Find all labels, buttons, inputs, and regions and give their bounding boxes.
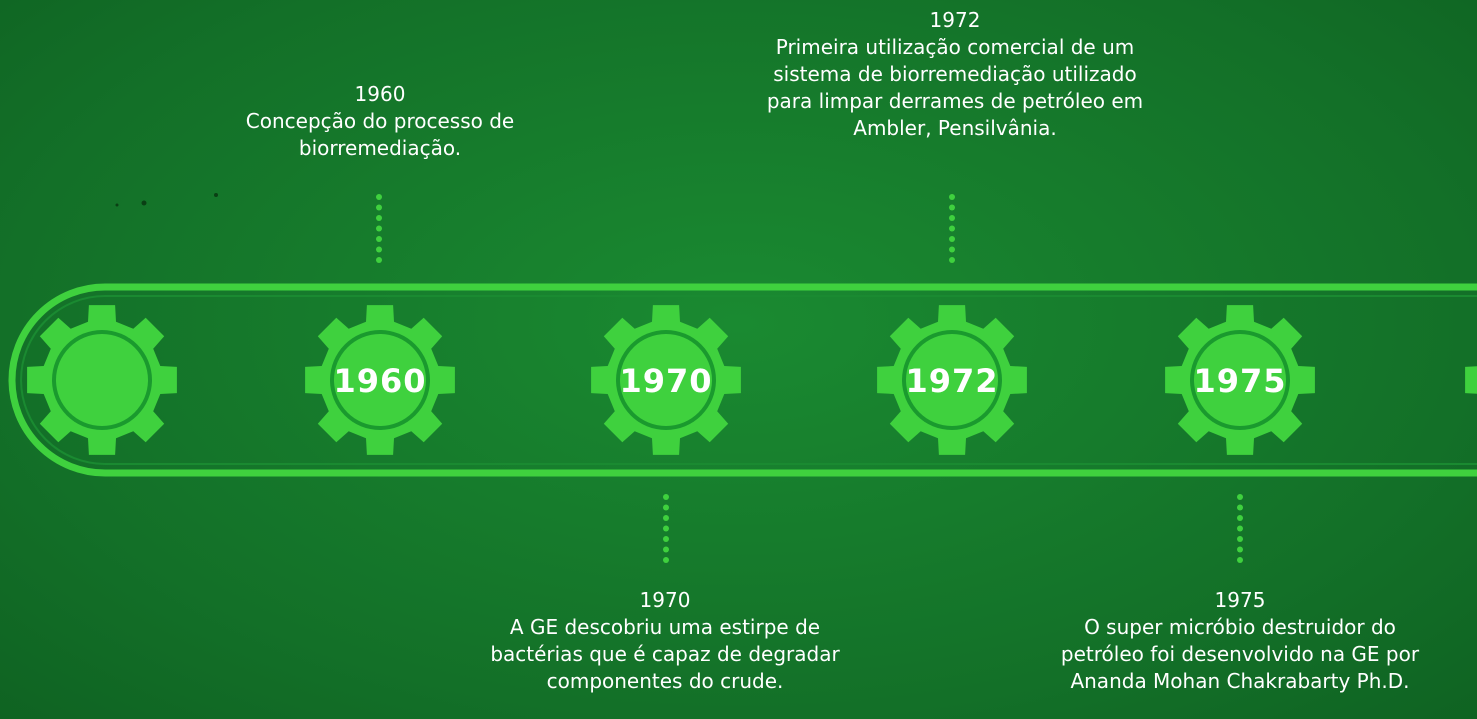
gear-hub: [620, 334, 712, 426]
event-1970: 1970 A GE descobriu uma estirpe de bacté…: [440, 587, 890, 695]
gear-1: [27, 305, 177, 455]
connector-dot: [1237, 525, 1243, 532]
speck: [214, 193, 218, 197]
connector-dot: [663, 494, 669, 500]
connector-dot: [663, 525, 669, 532]
connector-dot: [1237, 557, 1243, 563]
connector-dot: [949, 225, 955, 232]
connector-1970: [663, 494, 669, 563]
gear-6: [1465, 366, 1477, 394]
connector-dot: [376, 236, 382, 242]
connector-1960: [376, 194, 382, 263]
connector-dot: [1237, 515, 1243, 521]
gear-teeth: [1465, 366, 1477, 394]
event-description: Primeira utilização comercial de um sist…: [766, 35, 1144, 140]
event-1975: 1975 O super micróbio destruidor do petr…: [1000, 587, 1477, 695]
conveyor-track: [8, 283, 1477, 477]
event-description: Concepção do processo de biorremediação.: [245, 109, 515, 160]
connector-dot: [1237, 536, 1243, 542]
event-year: 1975: [1214, 588, 1266, 612]
gear-year-label: 1960: [333, 362, 426, 400]
connector-dot: [663, 557, 669, 563]
connector-dot: [663, 546, 669, 553]
gear-5: 1975: [1165, 305, 1315, 455]
gear-2: 1960: [305, 305, 455, 455]
speck: [141, 200, 147, 206]
connector-1975: [1237, 494, 1243, 563]
connector-dot: [949, 236, 955, 242]
event-description: O super micróbio destruidor do petróleo …: [1060, 615, 1420, 693]
connector-dot: [376, 194, 382, 200]
gear-year-label: 1972: [905, 362, 998, 400]
connector-dot: [663, 504, 669, 511]
connector-dot: [376, 215, 382, 221]
connector-dot: [949, 215, 955, 221]
connector-dot: [376, 204, 382, 211]
gear-hub: [906, 334, 998, 426]
connector-dot: [1237, 494, 1243, 500]
event-year: 1972: [929, 8, 981, 32]
connector-dot: [1237, 546, 1243, 553]
gear-hub: [1194, 334, 1286, 426]
speck: [115, 203, 119, 207]
event-1960: 1960 Concepção do processo de biorremedi…: [180, 81, 580, 162]
event-1972: 1972 Primeira utilização comercial de um…: [680, 7, 1230, 142]
connector-dot: [376, 246, 382, 253]
connector-dot: [949, 194, 955, 200]
connector-1972: [949, 194, 955, 263]
event-description: A GE descobriu uma estirpe de bactérias …: [490, 615, 840, 693]
gear-4: 1972: [877, 305, 1027, 455]
connector-dot: [663, 536, 669, 542]
gear-year-label: 1970: [619, 362, 712, 400]
connector-dot: [949, 246, 955, 253]
connector-dot: [376, 225, 382, 232]
event-year: 1960: [354, 82, 406, 106]
conveyor-track-inner: [20, 295, 1477, 465]
gear-hub: [334, 334, 426, 426]
connector-dot: [663, 515, 669, 521]
connector-dot: [949, 204, 955, 211]
gear-3: 1970: [591, 305, 741, 455]
connector-dot: [376, 257, 382, 263]
gear-hub: [56, 334, 148, 426]
connector-dot: [949, 257, 955, 263]
connector-dot: [1237, 504, 1243, 511]
event-year: 1970: [639, 588, 691, 612]
gear-year-label: 1975: [1193, 362, 1286, 400]
